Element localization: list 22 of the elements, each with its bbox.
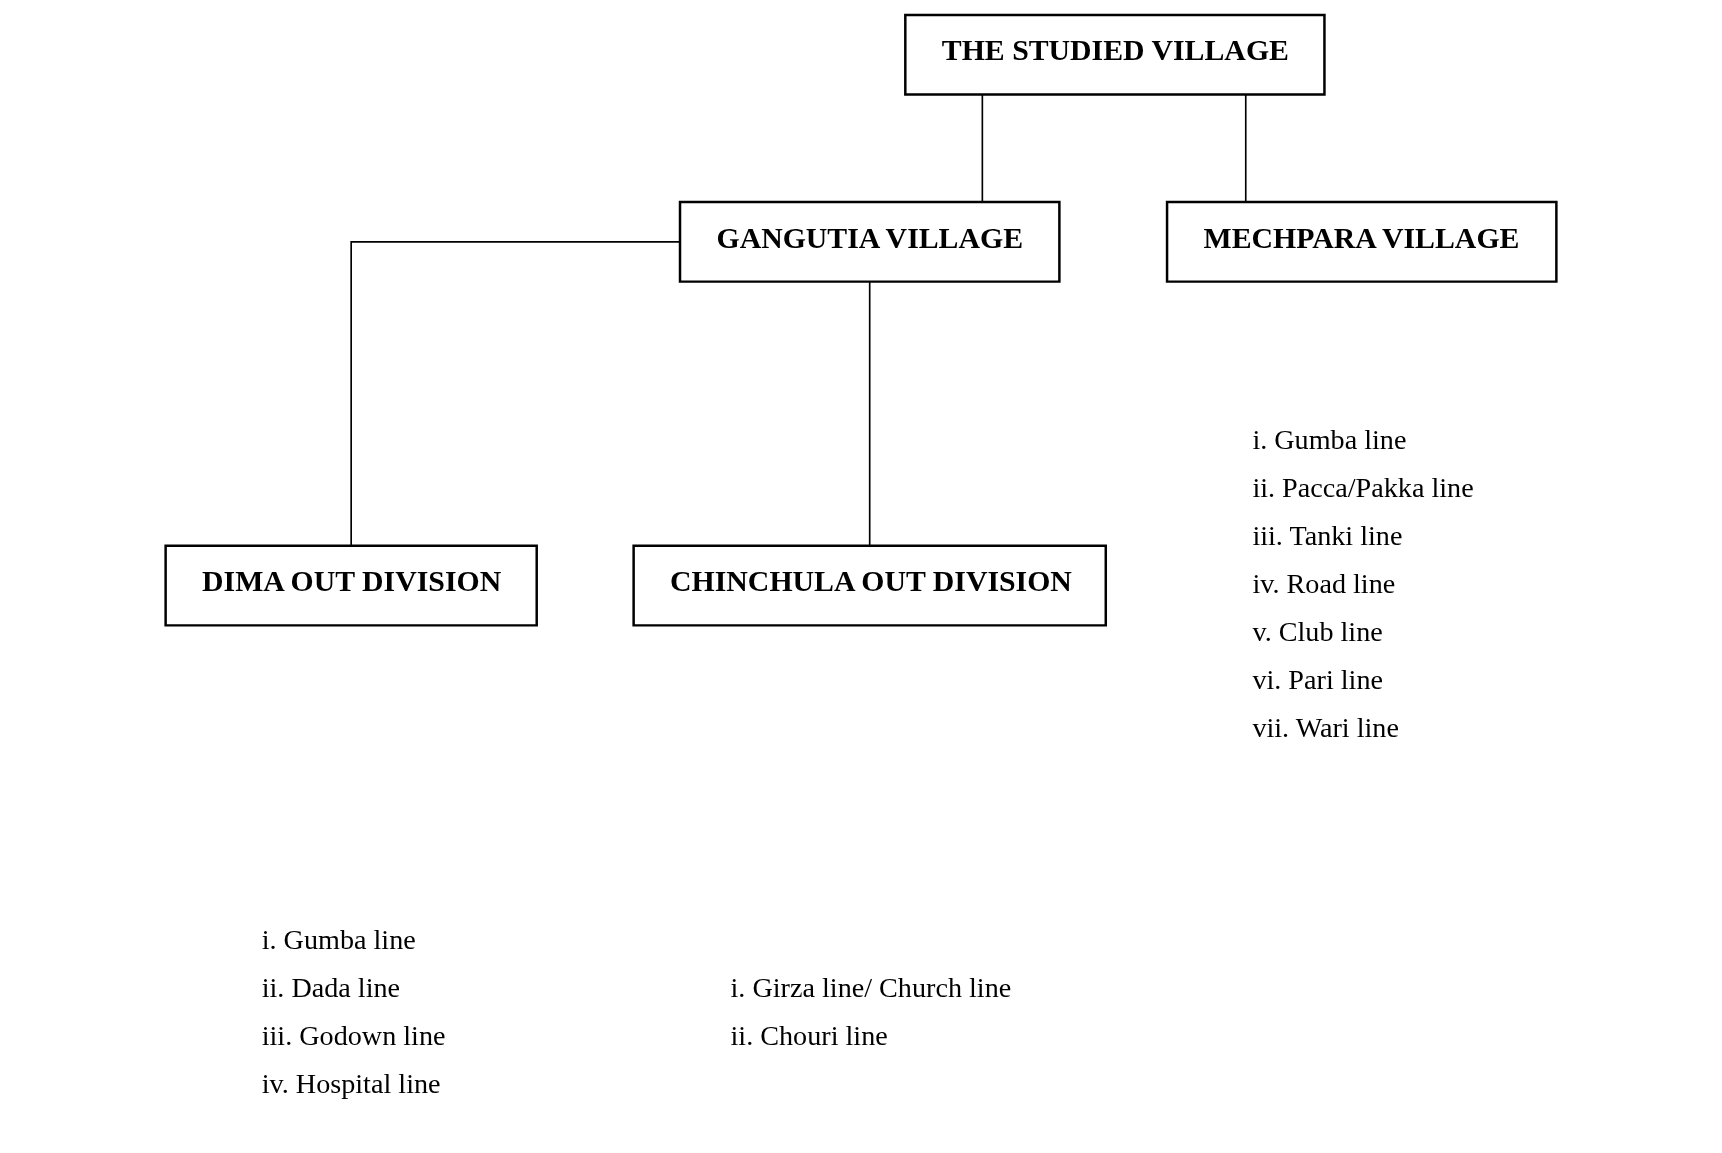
- node-label: vii. Wari line: [1252, 712, 1399, 744]
- node-box: DIMA OUT DIVISION: [164, 544, 538, 627]
- node-box: THE STUDIED VILLAGE: [904, 13, 1326, 96]
- node-label: iv. Hospital line: [261, 1067, 441, 1099]
- node-label: iii. Tanki line: [1252, 520, 1403, 552]
- node-box: GANGUTIA VILLAGE: [678, 200, 1061, 283]
- node-box: CHINCHULA OUT DIVISION: [632, 544, 1107, 627]
- node-box: MECHPARA VILLAGE: [1165, 200, 1558, 283]
- node-label: ii. Pacca/Pakka line: [1252, 472, 1474, 504]
- node-label: i. Gumba line: [1252, 424, 1407, 456]
- node-label: v. Club line: [1252, 616, 1383, 648]
- connector: [868, 281, 871, 547]
- connector: [1244, 94, 1247, 203]
- node-label: iv. Road line: [1252, 568, 1396, 600]
- node-label: vi. Pari line: [1252, 664, 1383, 696]
- node-label: ii. Dada line: [261, 971, 401, 1003]
- connector: [350, 241, 681, 547]
- node-label: ii. Chouri line: [730, 1019, 888, 1051]
- node-label: iii. Godown line: [261, 1019, 446, 1051]
- connector: [981, 94, 984, 203]
- node-label: i. Girza line/ Church line: [730, 971, 1012, 1003]
- node-label: i. Gumba line: [261, 923, 416, 955]
